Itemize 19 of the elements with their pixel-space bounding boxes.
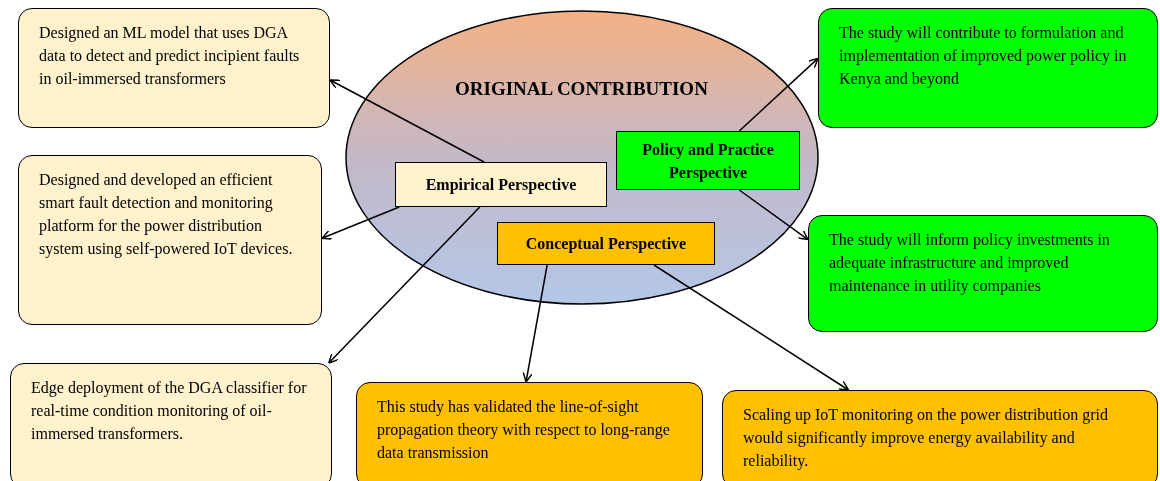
arrow [738,189,809,241]
arrow [321,206,400,240]
arrow [653,264,850,391]
contribution-box: This study has validated the line-of-sight propagation theory with respect to long-range data transmission [356,382,703,481]
ellipse-shape [345,10,819,305]
contribution-box: Edge deployment of the DGA classifier for real-time condition monitoring of oil-immersed transformers. [10,363,332,481]
arrow [738,57,819,132]
perspective-box: Empirical Perspective [395,162,607,207]
contribution-box: Designed an ML model that uses DGA data to detect and predict incipient faults in oil-immersed transformers [18,8,330,128]
diagram-heading: ORIGINAL CONTRIBUTION [455,78,708,100]
arrow [328,206,481,364]
perspective-box: Policy and Practice Perspective [616,131,800,190]
contribution-box: Designed and developed an efficient smart fault detection and monitoring platform for the power distribution system using self-powered IoT devices. [18,155,322,325]
perspective-box: Conceptual Perspective [497,222,715,265]
contribution-box: Scaling up IoT monitoring on the power distribution grid would significantly improve energy availability and reliability. [722,390,1158,481]
arrow [329,79,485,163]
contribution-box: The study will contribute to formulation and implementation of improved power policy in Kenya and beyond [818,8,1158,128]
contribution-box: The study will inform policy investments in adequate infrastructure and improved maintenance in utility companies [808,215,1158,332]
arrow [522,264,548,383]
